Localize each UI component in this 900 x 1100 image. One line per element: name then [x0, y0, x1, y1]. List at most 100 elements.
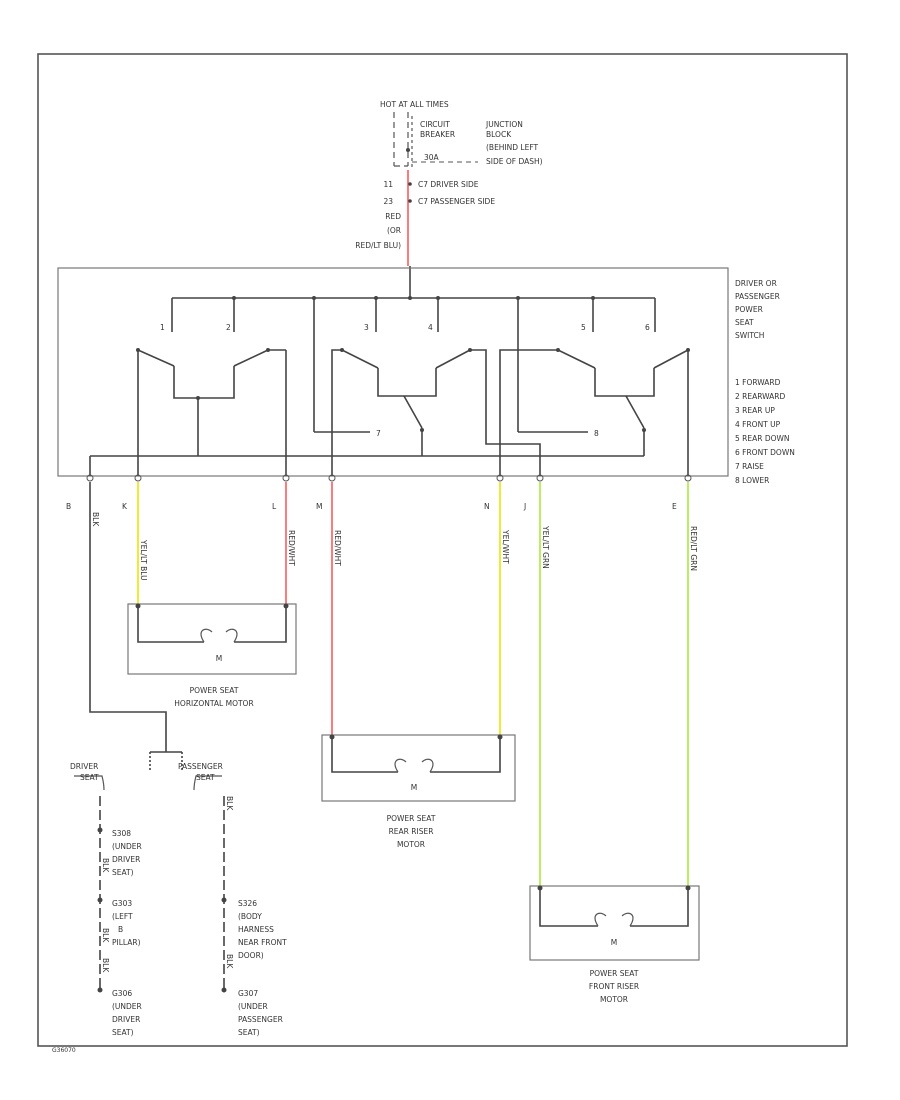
legend-3: 3 REAR UP	[735, 406, 775, 415]
horizontal-motor-label-1: POWER SEAT	[190, 686, 239, 695]
driver-ground-3-line-4: SEAT)	[112, 1028, 134, 1037]
fuse-driver-number: 11	[383, 180, 393, 189]
front-motor-label-1: POWER SEAT	[590, 969, 639, 978]
horizontal-motor-label-2: HORIZONTAL MOTOR	[174, 699, 253, 708]
switch-title-3: POWER	[735, 305, 763, 314]
pin-e: E	[672, 502, 677, 511]
driver-ground-2-line-1: G303	[112, 899, 132, 908]
driver-ground-1-line-2: (UNDER	[112, 842, 142, 851]
pin-l: L	[272, 502, 277, 511]
circuit-breaker-label-2: BREAKER	[420, 130, 455, 139]
horizontal-motor	[127, 603, 297, 675]
pin-m: M	[316, 502, 322, 511]
junction-label-3: (BEHIND LEFT	[486, 143, 539, 152]
driver-ground-2-line-4: PILLAR)	[112, 938, 141, 947]
amp-label: 30A	[424, 153, 440, 162]
connector-pins	[86, 474, 692, 482]
power-feed	[393, 112, 478, 298]
legend-6: 6 FRONT DOWN	[735, 448, 795, 457]
switch-title-4: SEAT	[735, 318, 754, 327]
hot-label: HOT AT ALL TIMES	[380, 100, 449, 109]
fuse-passenger-label: C7 PASSENGER SIDE	[418, 197, 495, 206]
switch-title-1: DRIVER OR	[735, 279, 777, 288]
driver-ground-3-line-1: G306	[112, 989, 132, 998]
driver-blk-label-1: BLK	[101, 858, 110, 873]
contact-label-3: 3	[364, 323, 369, 332]
junction-label-1: JUNCTION	[485, 120, 523, 129]
passenger-ground-1-line-4: NEAR FRONT	[238, 938, 287, 947]
contact-label-2: 2	[226, 323, 231, 332]
wire-label-front-b: RED/LT GRN	[689, 526, 698, 571]
fuse-driver-label: C7 DRIVER SIDE	[418, 180, 479, 189]
pin-j: J	[523, 502, 526, 511]
contact-label-7: 7	[376, 429, 381, 438]
driver-ground-1-line-4: SEAT)	[112, 868, 134, 877]
junction-label-4: SIDE OF DASH)	[486, 157, 543, 166]
front-riser-motor	[529, 885, 700, 961]
fuse-passenger-number: 23	[383, 197, 393, 206]
switch-title-5: SWITCH	[735, 331, 764, 340]
passenger-ground-1-line-1: S326	[238, 899, 257, 908]
passenger-ground-1-line-5: DOOR)	[238, 951, 264, 960]
contact-label-6: 6	[645, 323, 650, 332]
seat-switch-box	[57, 267, 729, 477]
front-motor-symbol: M	[611, 938, 617, 947]
feed-wire-label-3: RED/LT BLU)	[355, 241, 401, 250]
rear-riser-motor	[321, 734, 516, 802]
passenger-ground-2-line-4: SEAT)	[238, 1028, 260, 1037]
passenger-blk-label-2: BLK	[225, 954, 234, 969]
passenger-ground-1-line-2: (BODY	[238, 912, 262, 921]
driver-ground-2-line-3: B	[118, 925, 123, 934]
switch-internals	[89, 296, 690, 476]
front-motor-label-2: FRONT RISER	[589, 982, 639, 991]
junction-label-2: BLOCK	[486, 130, 512, 139]
horizontal-motor-symbol: M	[216, 654, 222, 663]
passenger-ground-1-line-3: HARNESS	[238, 925, 274, 934]
driver-ground-3-line-2: (UNDER	[112, 1002, 142, 1011]
switch-title-2: PASSENGER	[735, 292, 780, 301]
rear-motor-label-2: REAR RISER	[389, 827, 434, 836]
rear-motor-label-3: MOTOR	[397, 840, 425, 849]
passenger-ground-2-line-2: (UNDER	[238, 1002, 268, 1011]
driver-ground-3-line-3: DRIVER	[112, 1015, 140, 1024]
front-motor-label-3: MOTOR	[600, 995, 628, 1004]
legend-5: 5 REAR DOWN	[735, 434, 790, 443]
passenger-ground-2-line-3: PASSENGER	[238, 1015, 283, 1024]
feed-wire-label-1: RED	[385, 212, 401, 221]
wire-label-rear-a: RED/WHT	[333, 530, 342, 566]
wire-label-rear-b: YEL/WHT	[501, 529, 510, 564]
legend-4: 4 FRONT UP	[735, 420, 781, 429]
passenger-seat-label-2: SEAT	[196, 773, 215, 782]
ground-path	[74, 482, 227, 993]
wire-label-horizontal-b: RED/WHT	[287, 530, 296, 566]
circuit-breaker-label-1: CIRCUIT	[420, 120, 450, 129]
wire-label-ground: BLK	[91, 512, 100, 527]
passenger-seat-label-1: PASSENGER	[178, 762, 223, 771]
driver-blk-label-3: BLK	[101, 958, 110, 973]
wire-label-horizontal-a: YEL/LT BLU	[139, 539, 148, 581]
driver-blk-label-2: BLK	[101, 928, 110, 943]
driver-seat-label-2: SEAT	[80, 773, 99, 782]
driver-ground-2-line-2: (LEFT	[112, 912, 133, 921]
legend-2: 2 REARWARD	[735, 392, 785, 401]
wire-label-front-a: YEL/LT GRN	[541, 525, 550, 569]
rear-motor-label-1: POWER SEAT	[387, 814, 436, 823]
contact-label-1: 1	[160, 323, 165, 332]
contact-label-5: 5	[581, 323, 586, 332]
feed-wire-label-2: (OR	[387, 226, 401, 235]
pin-k: K	[122, 502, 128, 511]
legend-7: 7 RAISE	[735, 462, 764, 471]
legend-8: 8 LOWER	[735, 476, 769, 485]
passenger-ground-2-line-1: G307	[238, 989, 258, 998]
pin-b: B	[66, 502, 71, 511]
driver-ground-1-line-3: DRIVER	[112, 855, 140, 864]
driver-seat-label-1: DRIVER	[70, 762, 98, 771]
diagram-frame	[37, 53, 848, 1047]
passenger-blk-label-1: BLK	[225, 796, 234, 811]
contact-label-8: 8	[594, 429, 599, 438]
pin-n: N	[484, 502, 490, 511]
figure-id: G36070	[52, 1047, 76, 1054]
rear-motor-symbol: M	[411, 783, 417, 792]
driver-ground-1-line-1: S308	[112, 829, 131, 838]
